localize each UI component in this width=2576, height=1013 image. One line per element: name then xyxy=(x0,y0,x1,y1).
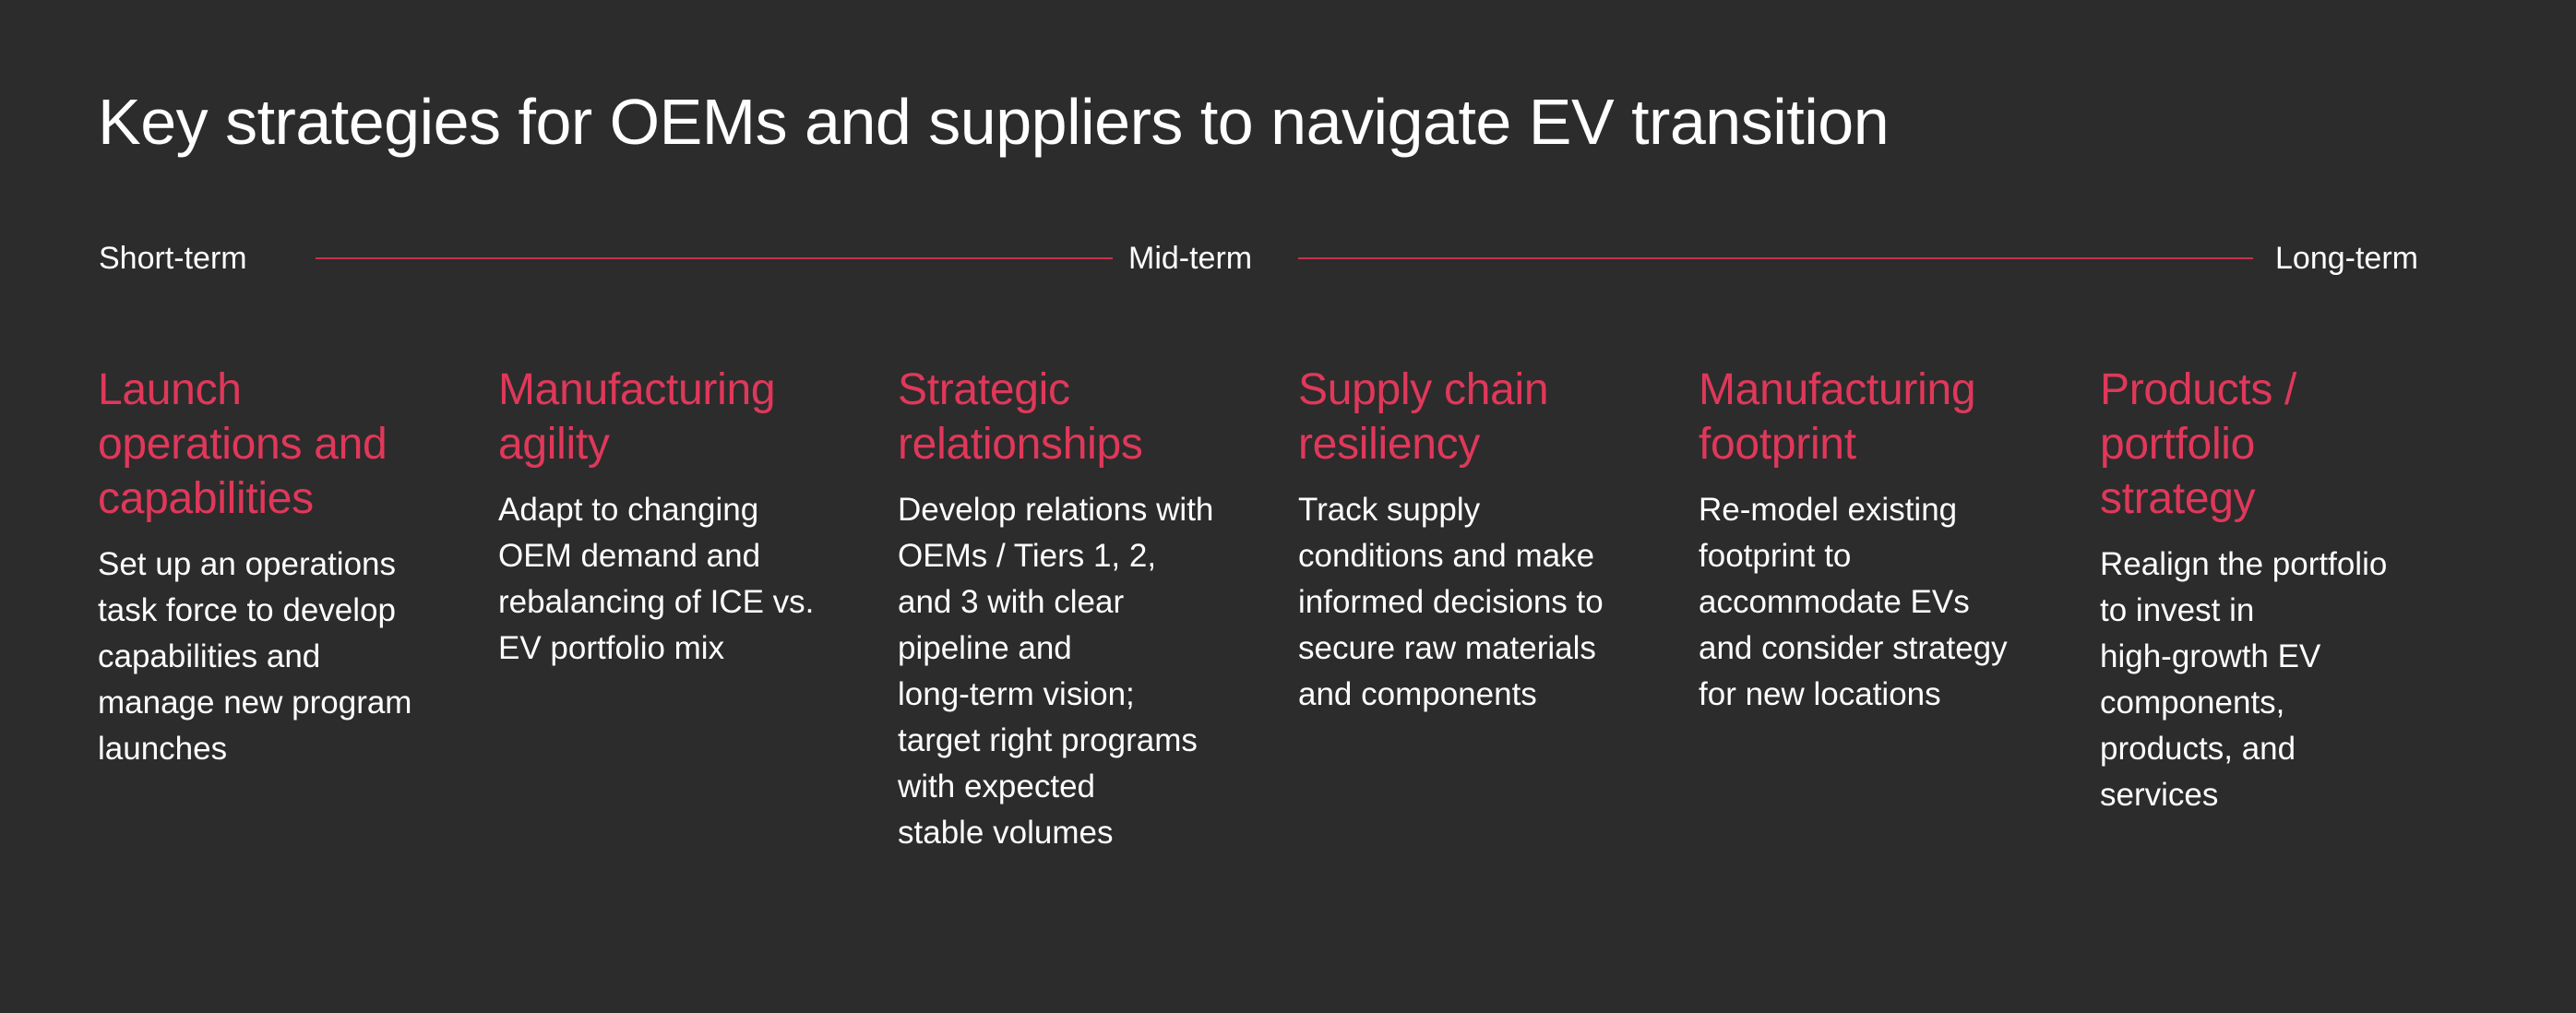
description-line: OEMs / Tiers 1, 2, xyxy=(898,538,1157,574)
strategy-heading: Manufacturing footprint xyxy=(1699,363,2086,471)
description-line: and components xyxy=(1298,676,1537,712)
description-line: Develop relations with xyxy=(898,492,1214,528)
description-line: long-term vision; xyxy=(898,676,1135,712)
timeline-label-short-term: Short-term xyxy=(99,241,247,276)
description-line: Track supply xyxy=(1298,492,1481,528)
description-line: stable volumes xyxy=(898,815,1114,851)
description-line: services xyxy=(2100,777,2219,813)
description-line: and 3 with clear xyxy=(898,584,1125,620)
description-line: for new locations xyxy=(1699,676,1941,712)
heading-line: strategy xyxy=(2100,474,2256,523)
page-title: Key strategies for OEMs and suppliers to… xyxy=(98,86,1890,158)
description-line: Re-model existing xyxy=(1699,492,1958,528)
strategy-heading: Launch operations and capabilities xyxy=(98,363,485,526)
heading-line: Manufacturing xyxy=(498,365,776,414)
description-line: conditions and make xyxy=(1298,538,1595,574)
description-line: target right programs xyxy=(898,722,1198,758)
description-line: manage new program xyxy=(98,685,412,721)
description-line: Adapt to changing xyxy=(498,492,759,528)
strategy-heading: Manufacturing agility xyxy=(498,363,886,471)
heading-line: Launch xyxy=(98,365,242,414)
strategy-description: Track supply conditions and make informed … xyxy=(1298,487,1686,718)
heading-line: resiliency xyxy=(1298,420,1481,469)
description-line: rebalancing of ICE vs. xyxy=(498,584,815,620)
timeline-line-mid-to-long xyxy=(1298,257,2253,259)
strategy-heading: Supply chain resiliency xyxy=(1298,363,1686,471)
description-line: launches xyxy=(98,731,228,767)
description-line: secure raw materials xyxy=(1298,630,1596,666)
heading-line: relationships xyxy=(898,420,1143,469)
description-line: capabilities and xyxy=(98,638,321,674)
description-line: Realign the portfolio xyxy=(2100,546,2388,582)
strategy-description: Re-model existing footprint to accommodate… xyxy=(1699,487,2086,718)
heading-line: capabilities xyxy=(98,474,314,523)
strategy-heading: Strategic relationships xyxy=(898,363,1285,471)
timeline-label-long-term: Long-term xyxy=(2275,241,2418,276)
strategy-heading: Products / portfolio strategy xyxy=(2100,363,2487,526)
strategy-description: Realign the portfolio to invest in high-gr… xyxy=(2100,542,2487,818)
heading-line: Manufacturing xyxy=(1699,365,1976,414)
description-line: footprint to xyxy=(1699,538,1852,574)
heading-line: agility xyxy=(498,420,610,469)
description-line: EV portfolio mix xyxy=(498,630,725,666)
timeline-label-mid-term: Mid-term xyxy=(1128,241,1253,276)
strategy-description: Set up an operations task force to develo… xyxy=(98,542,485,772)
description-line: task force to develop xyxy=(98,592,396,628)
timeline-line-short-to-mid xyxy=(316,257,1113,259)
description-line: and consider strategy xyxy=(1699,630,2008,666)
heading-line: Strategic xyxy=(898,365,1070,414)
heading-line: operations and xyxy=(98,420,388,469)
heading-line: Supply chain xyxy=(1298,365,1549,414)
heading-line: Products / xyxy=(2100,365,2297,414)
description-line: products, and xyxy=(2100,731,2296,767)
description-line: informed decisions to xyxy=(1298,584,1604,620)
description-line: to invest in xyxy=(2100,592,2255,628)
heading-line: footprint xyxy=(1699,420,1856,469)
description-line: pipeline and xyxy=(898,630,1072,666)
heading-line: portfolio xyxy=(2100,420,2256,469)
description-line: with expected xyxy=(898,769,1096,804)
description-line: high-growth EV xyxy=(2100,638,2321,674)
description-line: components, xyxy=(2100,685,2285,721)
description-line: accommodate EVs xyxy=(1699,584,1970,620)
description-line: OEM demand and xyxy=(498,538,761,574)
description-line: Set up an operations xyxy=(98,546,397,582)
